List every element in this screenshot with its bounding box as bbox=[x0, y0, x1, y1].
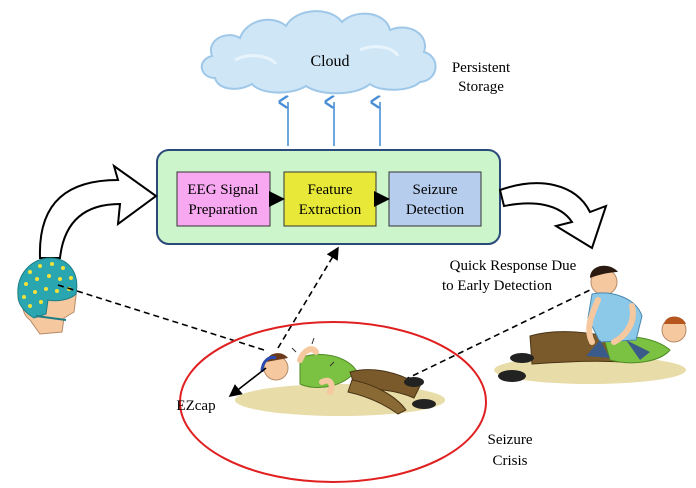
stage1-label-line2: Preparation bbox=[188, 202, 258, 218]
stage2-label-line1: Feature bbox=[308, 182, 353, 198]
curved-arrow-left bbox=[38, 163, 158, 259]
seizure-patient-figure bbox=[260, 337, 436, 415]
ezcap-label: EZcap bbox=[176, 398, 215, 414]
curved-arrow-right bbox=[498, 182, 608, 250]
stage3-label-line1: Seizure bbox=[413, 182, 458, 198]
stage-eeg-preparation bbox=[176, 171, 271, 227]
caregiver-scene-figure bbox=[494, 265, 687, 384]
dashed-link-patient-to-panel bbox=[277, 246, 339, 349]
response-label-line1: Quick Response Due bbox=[450, 258, 577, 274]
ezcap-pointer-arrow bbox=[228, 367, 267, 397]
storage-label-line1: Persistent bbox=[452, 60, 511, 76]
cloud-label: Cloud bbox=[310, 53, 349, 70]
stage1-label-line1: EEG Signal bbox=[187, 182, 258, 198]
eeg-cap-head-icon bbox=[17, 257, 78, 335]
stage2-label-line2: Extraction bbox=[299, 202, 362, 218]
cloud-icon bbox=[200, 10, 437, 95]
storage-label-line2: Storage bbox=[458, 79, 504, 95]
stage-seizure-detection bbox=[388, 171, 482, 227]
stage3-label-line2: Detection bbox=[406, 202, 465, 218]
crisis-label-line2: Crisis bbox=[492, 453, 527, 469]
seizure-crisis-ellipse bbox=[179, 321, 487, 483]
dashed-link-patient-to-caregiver bbox=[403, 289, 591, 381]
crisis-label-line1: Seizure bbox=[488, 432, 533, 448]
response-label-line2: to Early Detection bbox=[442, 278, 552, 294]
upload-arrows bbox=[288, 102, 381, 146]
dashed-link-cap-to-patient bbox=[57, 284, 265, 351]
